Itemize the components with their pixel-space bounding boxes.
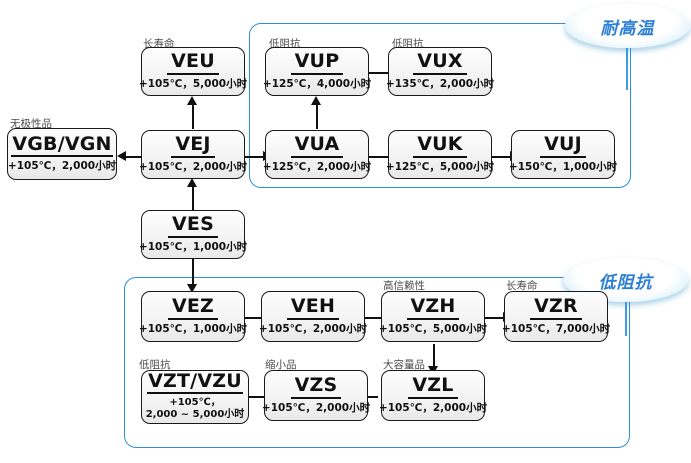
node-vuk[interactable]: VUK +125℃，5,000小时 [385,130,495,179]
arrow-vej-to-vua-shaft [242,156,267,159]
group-frame-low-impedance [124,277,630,448]
node-vua-code: VUA [290,134,344,158]
node-veu-spec: +105℃，5,000小时 [138,77,248,90]
node-vez-spec: +105℃，1,000小时 [138,322,248,335]
node-vej-code: VEJ [171,134,215,158]
node-vuk-spec: +125℃，5,000小时 [385,160,495,173]
caption-vzl: 大容量品 [383,359,425,371]
node-vzs-code: VZS [290,375,342,399]
arrow-vuk-to-vuj-shaft [489,156,514,159]
arrow-vua-to-vuk-shaft [367,156,392,159]
arrow-ves-to-vej-head [187,178,197,187]
badge-leader-high-temp-vertical [626,45,628,90]
node-vzt-vzu-code: VZT/VZU [147,371,243,395]
node-vzr-code: VZR [530,296,582,320]
arrow-vej-to-veu-shaft [192,104,195,129]
badge-high-temperature: 耐高温 [565,4,690,48]
caption-vgb-vgn: 无极性品 [10,118,52,130]
badge-low-impedance-label: 低阻抗 [598,272,653,293]
node-vux[interactable]: VUX +135℃，2,000小时 [385,47,495,96]
badge-high-temperature-label: 耐高温 [600,18,655,39]
node-vez-code: VEZ [167,296,219,320]
node-vua-spec: +125℃，2,000小时 [262,160,372,173]
node-vzt-vzu[interactable]: VZT/VZU +105℃， 2,000 ~ 5,000小时 [141,370,249,424]
arrow-ves-to-vez-head [187,284,197,293]
node-vux-code: VUX [413,51,467,75]
node-vua[interactable]: VUA +125℃，2,000小时 [262,130,372,179]
node-ves-spec: +105℃，1,000小时 [138,240,248,253]
caption-vzh: 高信赖性 [383,280,425,292]
node-vgb-vgn[interactable]: VGB/VGN +105℃，2,000小时 [7,128,117,180]
node-veh[interactable]: VEH +105℃，2,000小时 [258,291,368,342]
caption-vzs: 缩小品 [265,359,297,371]
badge-leader-low-imp-vertical [625,296,627,336]
arrow-vzh-to-vzl-shaft [433,344,436,368]
node-vup-spec: +125℃，4,000小时 [262,77,372,90]
arrow-vup-to-vux-shaft [367,72,392,75]
node-vej[interactable]: VEJ +105℃，2,000小时 [138,130,248,179]
node-vez[interactable]: VEZ +105℃，1,000小时 [138,291,248,342]
arrow-vej-to-vgb-head [117,151,126,161]
node-vgb-vgn-spec: +105℃，2,000小时 [7,160,117,173]
node-ves-code: VES [168,214,218,238]
arrow-vua-to-vup-shaft [316,104,319,129]
node-vup-code: VUP [290,51,344,75]
arrow-veh-to-vzh-shaft [362,317,387,320]
node-vzh[interactable]: VZH +105℃，5,000小时 [378,291,488,342]
node-vux-spec: +135℃，2,000小时 [385,77,495,90]
arrow-vej-to-vgb-shaft [126,156,143,159]
node-vuk-code: VUK [413,134,467,158]
node-vzl[interactable]: VZL +105℃，2,000小时 [378,370,488,421]
node-vzs[interactable]: VZS +105℃，2,000小时 [261,370,371,421]
node-vzr[interactable]: VZR +105℃，7,000小时 [501,291,611,342]
node-vej-spec: +105℃，2,000小时 [138,160,248,173]
node-vup[interactable]: VUP +125℃，4,000小时 [262,47,372,96]
node-vuj-code: VUJ [540,134,586,158]
arrow-vez-to-veh-shaft [242,317,267,320]
node-vzl-code: VZL [408,375,458,399]
node-vzl-spec: +105℃，2,000小时 [378,401,488,414]
arrow-vua-to-vup-head [311,96,321,105]
caption-vzt-vzu: 低阻抗 [139,359,171,371]
node-vzs-spec: +105℃，2,000小时 [261,401,371,414]
node-vzr-spec: +105℃，7,000小时 [501,322,611,335]
node-ves[interactable]: VES +105℃，1,000小时 [138,210,248,259]
caption-vzr: 长寿命 [506,280,538,292]
node-veu-code: VEU [167,51,219,75]
arrow-vzs-to-vzt-shaft [245,396,270,399]
node-vuj-spec: +150℃，1,000小时 [508,160,618,173]
node-vzh-code: VZH [406,296,460,320]
node-vgb-vgn-code: VGB/VGN [11,134,113,158]
node-vzh-spec: +105℃，5,000小时 [378,322,488,335]
node-veu[interactable]: VEU +105℃，5,000小时 [138,47,248,96]
arrow-ves-to-vez-shaft [192,258,195,286]
node-vuj[interactable]: VUJ +150℃，1,000小时 [508,130,618,179]
node-veh-spec: +105℃，2,000小时 [258,322,368,335]
arrow-vej-to-veu-head [187,96,197,105]
node-veh-code: VEH [286,296,340,320]
node-vzt-vzu-spec-line1: +105℃， [169,397,221,409]
node-vzt-vzu-spec-line2: 2,000 ~ 5,000小时 [145,409,245,421]
arrow-ves-to-vej-shaft [192,185,195,210]
arrow-vzh-to-vzr-shaft [482,317,507,320]
group-frame-high-temperature [249,23,631,188]
